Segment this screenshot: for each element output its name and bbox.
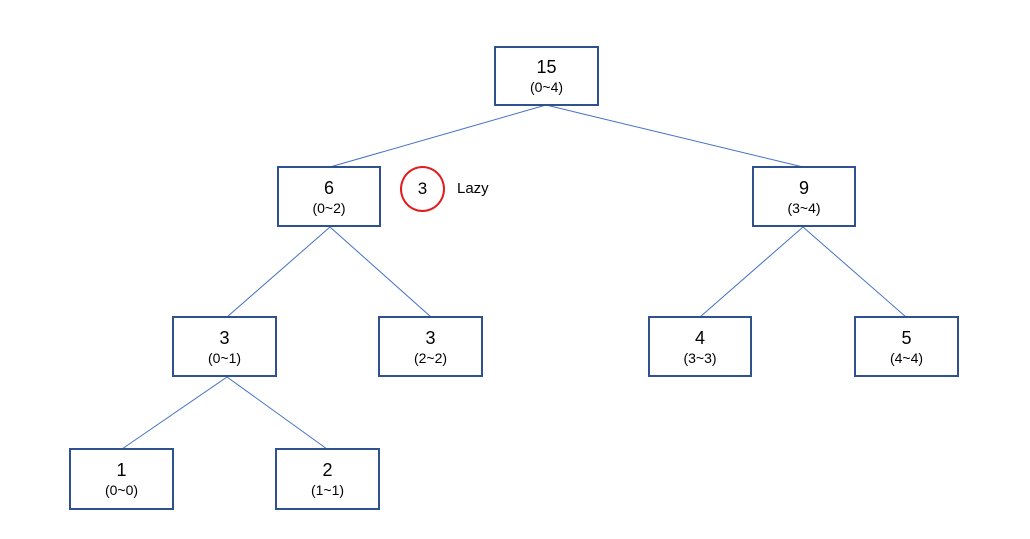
node-range: (3~4) [787,199,821,216]
node-range: (0~0) [104,482,139,498]
lazy-label: Lazy [457,180,489,197]
node-range: (4~4) [889,349,924,366]
node-range: (1~1) [310,482,345,498]
node-value: 1 [116,460,127,480]
edge-n3-right [226,376,328,450]
edge-n1-right [329,226,432,318]
node-value: 15 [536,57,557,77]
node-range: (2~2) [413,349,448,366]
edge-n1-left [226,226,331,318]
tree-node-3-3: 4 (3~3) [648,316,752,377]
node-range: (3~3) [683,349,717,366]
node-value: 6 [323,177,334,198]
node-value: 4 [694,327,705,348]
node-value: 9 [798,177,809,198]
tree-node-0-1: 3 (0~1) [172,316,277,377]
tree-node-4-4: 5 (4~4) [854,316,959,377]
tree-node-2-2: 3 (2~2) [378,316,483,377]
edge-n2-left [699,226,804,318]
tree-node-1-1: 2 (1~1) [275,448,380,510]
edge-root-left [329,104,547,168]
edge-root-right [545,104,804,168]
node-value: 2 [322,460,333,480]
node-value: 3 [219,327,230,348]
node-range: (0~4) [529,79,564,95]
tree-node-0-0: 1 (0~0) [69,448,174,510]
edge-n3-left [121,376,228,450]
node-range: (0~2) [312,199,346,216]
tree-node-0-2: 6 (0~2) [277,166,381,227]
lazy-value-circle: 3 [400,166,445,212]
edge-n2-right [802,226,907,318]
node-value: 5 [901,327,912,348]
node-range: (0~1) [207,349,242,366]
tree-node-root: 15 (0~4) [494,46,599,106]
tree-node-3-4: 9 (3~4) [752,166,856,227]
node-value: 3 [425,327,436,348]
